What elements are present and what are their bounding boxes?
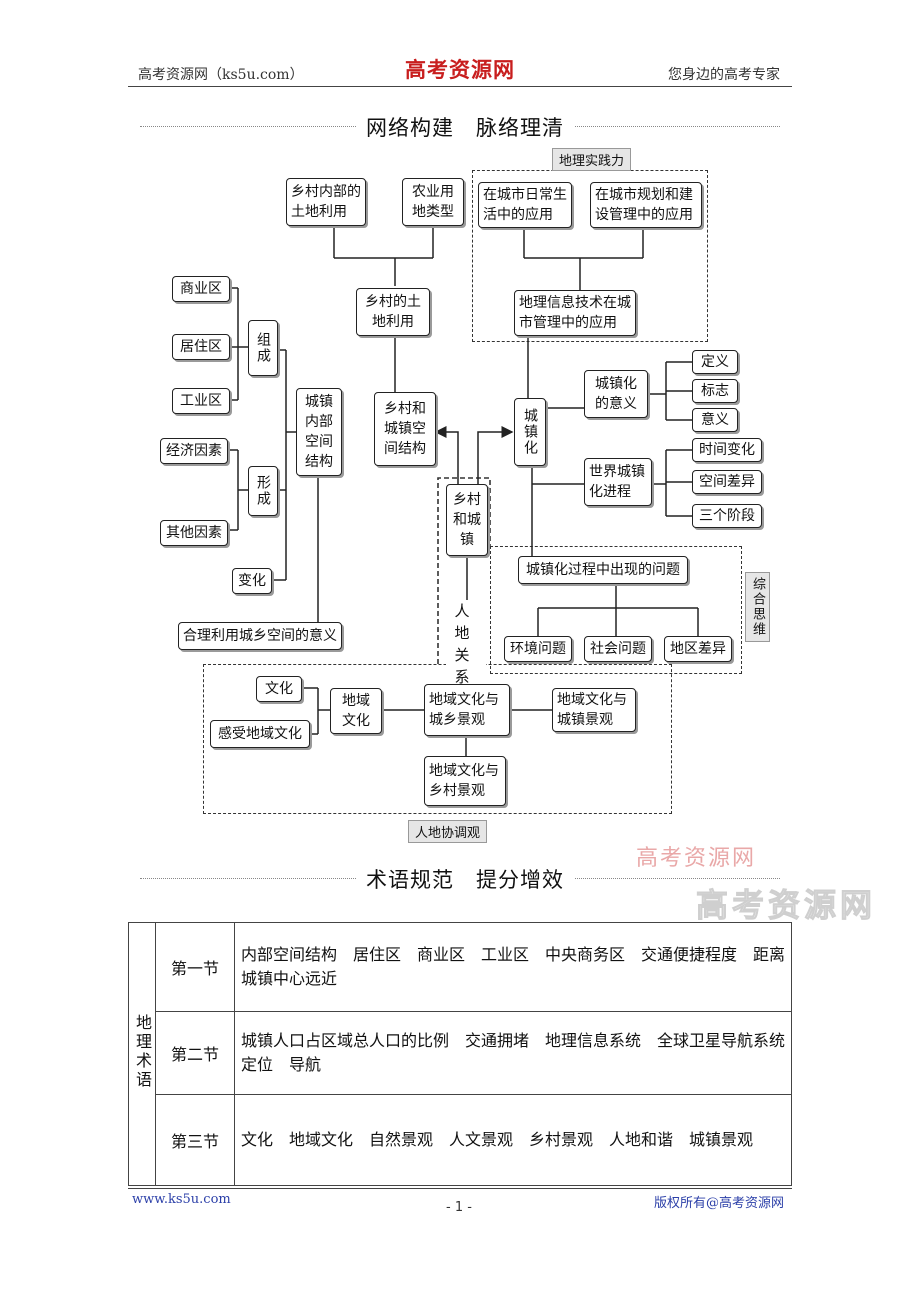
node-feel-culture: 感受地域文化 (210, 720, 310, 748)
node-social: 社会问题 (584, 636, 652, 662)
terms-section: 第三节 (155, 1094, 235, 1186)
node-other: 其他因素 (160, 520, 228, 546)
node-rational-use: 合理利用城乡空间的意义 (178, 622, 342, 650)
footer-site-link[interactable]: www.ks5u.com (132, 1192, 231, 1207)
node-regional: 地区差异 (664, 636, 732, 662)
node-environment: 环境问题 (504, 636, 572, 662)
node-change: 变化 (232, 568, 272, 594)
header-divider (128, 86, 792, 87)
node-indicator: 标志 (692, 379, 738, 403)
node-residential: 居住区 (172, 334, 230, 360)
watermark-small: 高考资源网 (636, 846, 757, 871)
node-meaning-urbanization: 城镇化的意义 (584, 370, 648, 418)
harmony-group (203, 664, 672, 814)
diagram-connectors (228, 225, 699, 756)
terms-table: 地理术语 第一节 内部空间结构 居住区 商业区 工业区 中央商务区 交通便捷程度… (128, 922, 801, 1186)
watermark-large: 高考资源网 (695, 886, 877, 925)
node-regional-culture: 地域文化 (330, 688, 382, 734)
header-site-name: 高考资源网（ks5u.com） (138, 67, 304, 83)
node-agri-land: 农业用地类型 (402, 178, 464, 226)
footer-divider (128, 1188, 792, 1189)
terms-text: 文化 地域文化 自然景观 人文景观 乡村景观 人地和谐 城镇景观 (234, 1094, 792, 1186)
edge-label-human-earth: 人地关系 (446, 600, 486, 688)
node-gis-management: 地理信息技术在城市管理中的应用 (514, 290, 636, 336)
node-rural-town: 乡村和城镇 (446, 484, 488, 556)
terms-text: 内部空间结构 居住区 商业区 工业区 中央商务区 交通便捷程度 距离城镇中心远近 (234, 922, 792, 1012)
node-daily-app: 在城市日常生活中的应用 (478, 182, 572, 228)
terms-section: 第一节 (155, 922, 235, 1012)
node-economic: 经济因素 (160, 438, 228, 464)
node-commercial: 商业区 (172, 276, 230, 302)
table-row: 第二节 城镇人口占区域总人口的比例 交通拥堵 地理信息系统 全球卫星导航系统 定… (129, 1011, 801, 1095)
section-title-network: 网络构建 脉络理清 (356, 112, 574, 142)
node-three-stages: 三个阶段 (692, 504, 762, 528)
node-definition: 定义 (692, 350, 738, 374)
node-urbanization: 城镇化 (514, 398, 546, 466)
node-planning-app: 在城市规划和建设管理中的应用 (590, 182, 702, 228)
table-row: 第三节 文化 地域文化 自然景观 人文景观 乡村景观 人地和谐 城镇景观 (129, 1094, 792, 1186)
node-composition: 组成 (248, 320, 278, 376)
harmony-group-extension (437, 477, 491, 664)
node-culture-urban: 地域文化与城镇景观 (552, 688, 636, 732)
page-number: - 1 - (446, 1200, 472, 1215)
footer-copyright: 版权所有@高考资源网 (653, 1196, 784, 1211)
node-culture: 文化 (256, 676, 302, 702)
label-practice: 地理实践力 (552, 148, 632, 171)
label-synthesis: 综合思维 (745, 572, 770, 642)
node-rural-urban-structure: 乡村和城镇空间结构 (374, 392, 436, 466)
node-industrial: 工业区 (172, 388, 230, 414)
node-urban-structure: 城镇内部空间结构 (296, 388, 342, 476)
node-time-change: 时间变化 (692, 438, 762, 462)
synthesis-group (490, 546, 742, 674)
node-significance: 意义 (692, 408, 738, 432)
node-culture-rural: 地域文化与乡村景观 (424, 756, 506, 806)
table-row: 地理术语 第一节 内部空间结构 居住区 商业区 工业区 中央商务区 交通便捷程度… (128, 922, 792, 1186)
header-slogan: 您身边的高考专家 (668, 67, 780, 83)
node-problems: 城镇化过程中出现的问题 (518, 556, 688, 584)
terms-section: 第二节 (155, 1011, 235, 1095)
label-harmony: 人地协调观 (408, 820, 488, 843)
node-rural-land: 乡村的土地利用 (356, 288, 430, 336)
node-formation: 形成 (248, 466, 278, 516)
node-space-diff: 空间差异 (692, 470, 762, 494)
node-rural-internal: 乡村内部的土地利用 (286, 178, 366, 226)
header-logo: 高考资源网 (405, 57, 515, 82)
terms-text: 城镇人口占区域总人口的比例 交通拥堵 地理信息系统 全球卫星导航系统 定位 导航 (234, 1011, 801, 1095)
node-world-process: 世界城镇化进程 (584, 458, 652, 506)
terms-category: 地理术语 (128, 922, 156, 1186)
node-culture-landscape: 地域文化与城乡景观 (424, 684, 510, 736)
section-title-terms: 术语规范 提分增效 (356, 864, 574, 894)
